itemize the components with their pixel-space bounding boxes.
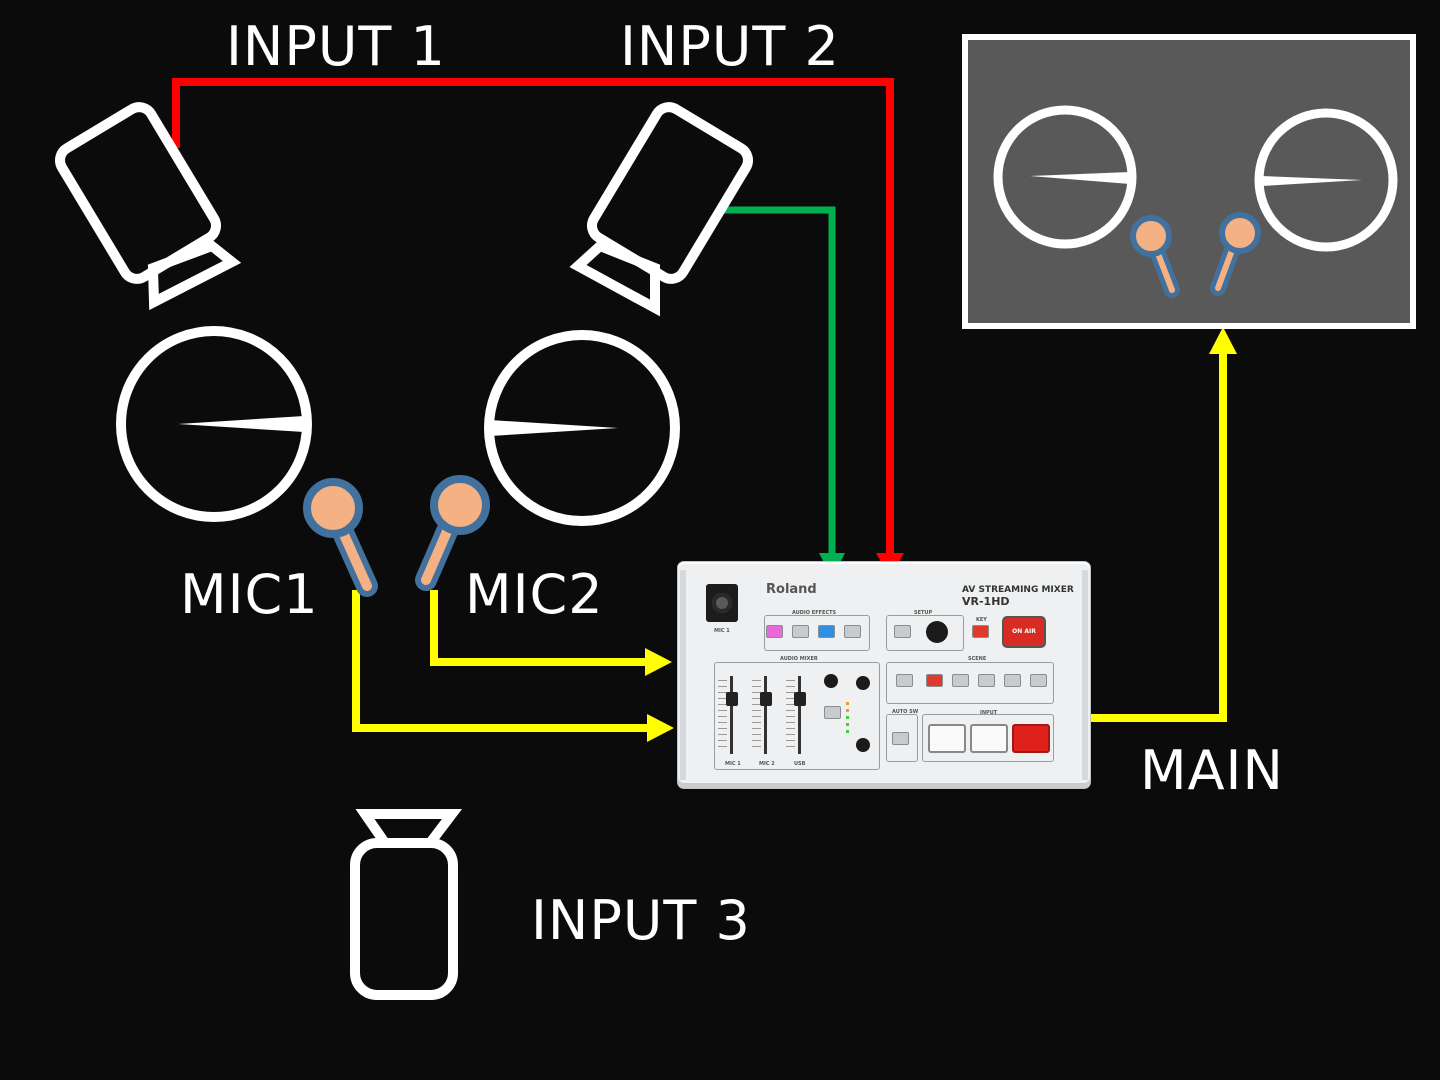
mixer-mic-label: MIC 1 xyxy=(714,628,730,634)
fader-usb[interactable] xyxy=(794,692,806,706)
xlr-mic-jack xyxy=(706,584,738,622)
arrow-main xyxy=(1209,327,1237,354)
cable-main xyxy=(1090,352,1227,722)
setup-button[interactable] xyxy=(894,625,911,638)
label-input-1: INPUT 1 xyxy=(226,15,446,78)
arrow-mic-2 xyxy=(645,648,672,676)
label-mic-1: MIC1 xyxy=(180,563,319,626)
label-input-3: INPUT 3 xyxy=(531,889,751,952)
camera-2-icon xyxy=(569,102,753,317)
level-setup-button[interactable] xyxy=(824,706,841,719)
mixer-brand: Roland xyxy=(766,582,817,597)
scene-button-e[interactable] xyxy=(1030,674,1047,687)
arrow-mic-1 xyxy=(647,714,674,742)
key-label: KEY xyxy=(976,617,987,623)
audio-mixer-label: AUDIO MIXER xyxy=(780,656,818,662)
on-air-button[interactable]: ON AIR xyxy=(1004,618,1044,646)
person-1-icon xyxy=(116,326,312,522)
audio-effects-label: AUDIO EFFECTS xyxy=(792,610,837,616)
cable-input-1 xyxy=(172,78,894,555)
usb-stream-knob[interactable] xyxy=(824,674,838,688)
cable-mic-2 xyxy=(430,590,648,666)
key-button[interactable] xyxy=(972,625,989,638)
input-label: INPUT xyxy=(980,710,998,716)
video-mixer-device: MIC 1 Roland AV STREAMING MIXER VR-1HD A… xyxy=(678,562,1090,788)
auto-sw-button[interactable] xyxy=(892,732,909,745)
person-2-icon xyxy=(484,330,680,526)
mixer-product-line: AV STREAMING MIXER xyxy=(962,585,1074,595)
effect-button-4[interactable] xyxy=(844,625,861,638)
phones-knob[interactable] xyxy=(856,676,870,690)
fader-label-usb: USB xyxy=(794,761,806,767)
scene-button-d[interactable] xyxy=(1004,674,1021,687)
mixer-model: AV STREAMING MIXER VR-1HD xyxy=(962,585,1090,608)
mixer-model-name: VR-1HD xyxy=(962,595,1010,608)
fader-label-mic-2: MIC 2 xyxy=(759,761,775,767)
camera-3-icon xyxy=(350,809,463,1000)
input-button-2[interactable] xyxy=(970,724,1008,753)
label-input-2: INPUT 2 xyxy=(620,15,840,78)
monitor-preview xyxy=(962,34,1416,329)
fader-label-mic-1: MIC 1 xyxy=(725,761,741,767)
camera-1-icon xyxy=(55,102,242,311)
main-knob[interactable] xyxy=(856,738,870,752)
fader-mic-1[interactable] xyxy=(726,692,738,706)
mic-1-icon xyxy=(303,478,378,597)
scene-label: SCENE xyxy=(968,656,987,662)
setup-knob[interactable] xyxy=(926,621,948,643)
effect-button-3[interactable] xyxy=(818,625,835,638)
scene-memory-button[interactable] xyxy=(896,674,913,687)
scene-button-a[interactable] xyxy=(926,674,943,687)
cable-mic-1 xyxy=(352,590,650,732)
effect-button-2[interactable] xyxy=(792,625,809,638)
scene-button-b[interactable] xyxy=(952,674,969,687)
scene-button-c[interactable] xyxy=(978,674,995,687)
cable-input-2 xyxy=(722,206,836,555)
label-main: MAIN xyxy=(1140,739,1284,802)
input-button-1[interactable] xyxy=(928,724,966,753)
fader-mic-2[interactable] xyxy=(760,692,772,706)
input-button-3[interactable] xyxy=(1012,724,1050,753)
auto-sw-label: AUTO SW xyxy=(892,709,919,715)
label-mic-2: MIC2 xyxy=(465,563,604,626)
effect-button-1[interactable] xyxy=(766,625,783,638)
setup-label: SETUP xyxy=(914,610,933,616)
mic-2-icon xyxy=(415,475,490,591)
